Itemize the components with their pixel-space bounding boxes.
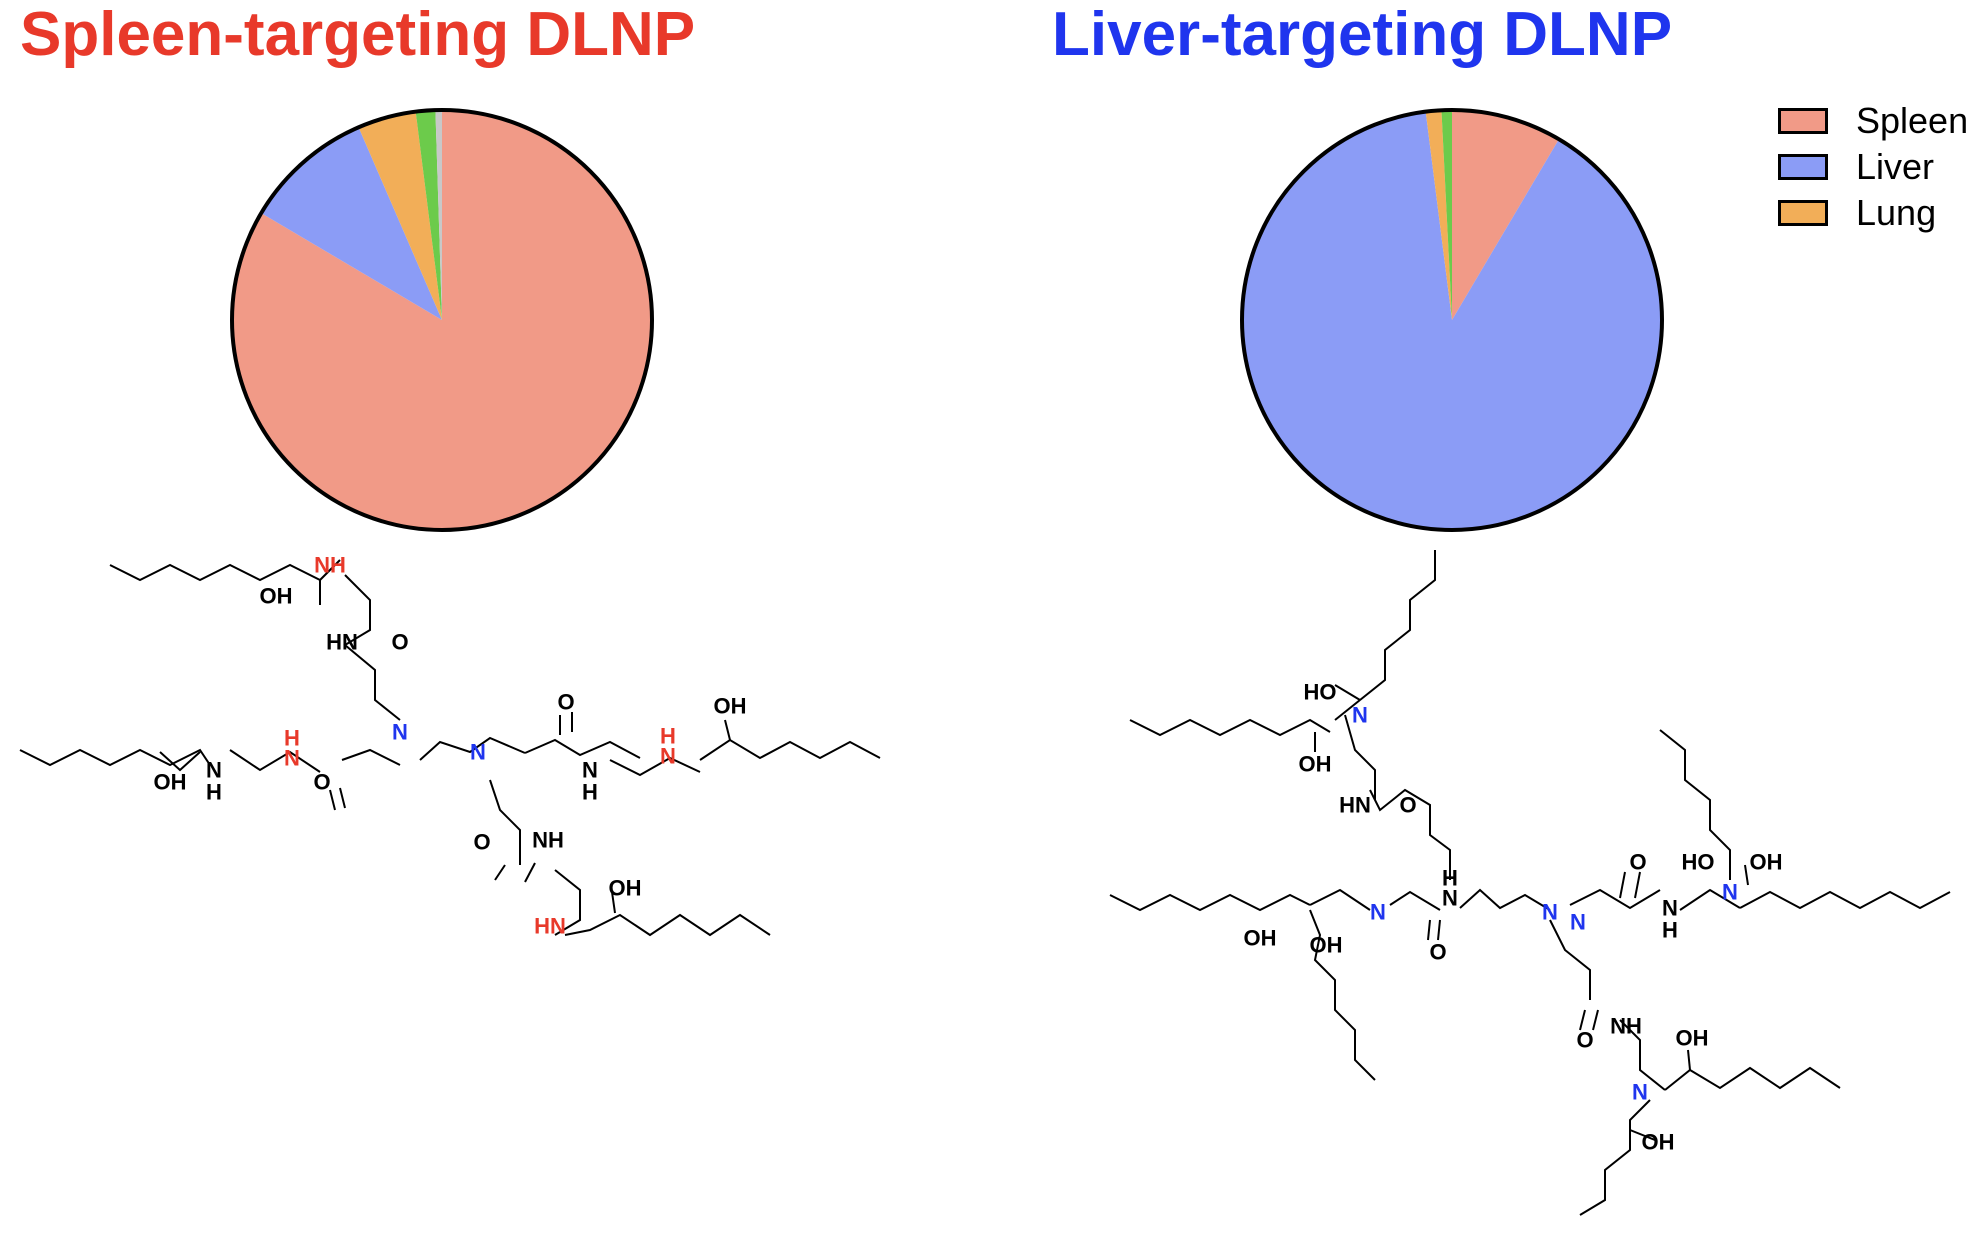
amine-label: N — [284, 746, 300, 771]
legend-swatch-lung — [1778, 200, 1828, 226]
amide-label: NH — [1610, 1014, 1642, 1039]
carbonyl-label: O — [1399, 793, 1416, 818]
liver-dlnp-structure: HO N OH HN O N OH OH H N O N N O N H HO … — [1109, 550, 1951, 1216]
amide-label: NH — [532, 828, 564, 853]
carbonyl-label: O — [313, 770, 330, 795]
carbonyl-label: O — [1629, 850, 1646, 875]
structure-labels: HO N OH HN O N OH OH H N O N N O N H HO … — [1244, 680, 1783, 1155]
pie-slice-spleen — [1452, 110, 1559, 320]
pie-slice-other — [415, 110, 442, 320]
liver-panel-title: Liver-targeting DLNP — [1052, 0, 1673, 69]
pie-slice-liver — [1242, 111, 1662, 530]
tertiary-amine-label: N — [1542, 900, 1558, 925]
hydroxyl-label: OH — [260, 584, 293, 609]
legend: Spleen Liver Lung — [1778, 98, 1968, 236]
tertiary-amine-label: N — [1352, 703, 1368, 728]
amine-label: N — [206, 758, 222, 783]
pie-slice-other — [435, 110, 442, 320]
hydrogen-label: H — [1662, 918, 1678, 943]
legend-label-liver: Liver — [1856, 146, 1935, 187]
amine-label: N — [582, 758, 598, 783]
carbonyl-label: O — [473, 830, 490, 855]
amine-label: N — [660, 744, 676, 769]
tertiary-amine-label: N — [1632, 1080, 1648, 1105]
tertiary-amine-label: N — [470, 740, 486, 765]
pie-outline — [230, 108, 654, 532]
amine-label: HN — [534, 914, 566, 939]
hydroxyl-label: OH — [154, 770, 187, 795]
pie-slice-lung — [358, 111, 442, 320]
amine-label: NH — [314, 553, 346, 578]
carbonyl-label: O — [1429, 940, 1446, 965]
hydroxyl-label: OH — [1310, 933, 1343, 958]
hydroxyl-label: HO — [1682, 850, 1715, 875]
legend-item-liver: Liver — [1778, 144, 1968, 190]
pie-slice-other — [1441, 110, 1452, 320]
pie-slice-liver — [261, 127, 442, 320]
spleen-dlnp-structure: OH NH HN O N N OH N H H N O O N H H N OH… — [19, 553, 881, 939]
tertiary-amine-label: N — [1570, 910, 1586, 935]
hydroxyl-label: OH — [714, 694, 747, 719]
hydrogen-label: H — [284, 726, 300, 751]
carbonyl-label: O — [1576, 1028, 1593, 1053]
amide-label: HN — [1339, 793, 1371, 818]
hydrogen-label: H — [1442, 866, 1458, 891]
hydroxyl-label: HO — [1304, 680, 1337, 705]
hydroxyl-label: OH — [609, 876, 642, 901]
hydrogen-label: H — [582, 780, 598, 805]
legend-item-spleen: Spleen — [1778, 98, 1968, 144]
legend-swatch-liver — [1778, 154, 1828, 180]
pie-outline — [1240, 108, 1664, 532]
hydroxyl-label: OH — [1750, 850, 1783, 875]
legend-label-lung: Lung — [1856, 192, 1937, 233]
spleen-dlnp-pie-chart — [230, 108, 654, 532]
structure-bonds — [19, 559, 881, 937]
carbonyl-label: O — [557, 690, 574, 715]
hydroxyl-label: OH — [1299, 752, 1332, 777]
liver-dlnp-pie-chart — [1240, 108, 1664, 532]
hydroxyl-label: OH — [1676, 1026, 1709, 1051]
tertiary-amine-label: N — [392, 720, 408, 745]
hydrogen-label: H — [660, 724, 676, 749]
spleen-panel-title: Spleen-targeting DLNP — [20, 0, 696, 69]
legend-item-lung: Lung — [1778, 190, 1968, 236]
tertiary-amine-label: N — [1370, 900, 1386, 925]
pie-slice-spleen — [232, 110, 653, 530]
hydroxyl-label: OH — [1642, 1130, 1675, 1155]
pie-slice-lung — [1425, 110, 1452, 321]
tertiary-amine-label: N — [1722, 880, 1738, 905]
hydrogen-label: H — [206, 780, 222, 805]
legend-swatch-spleen — [1778, 108, 1828, 134]
amine-label: N — [1442, 886, 1458, 911]
structure-bonds — [1109, 550, 1951, 1216]
amide-label: HN — [326, 630, 358, 655]
amine-label: N — [1662, 896, 1678, 921]
hydroxyl-label: OH — [1244, 926, 1277, 951]
legend-label-spleen: Spleen — [1856, 100, 1969, 141]
carbonyl-label: O — [391, 630, 408, 655]
structure-labels: OH NH HN O N N OH N H H N O O N H H N OH… — [154, 553, 747, 939]
